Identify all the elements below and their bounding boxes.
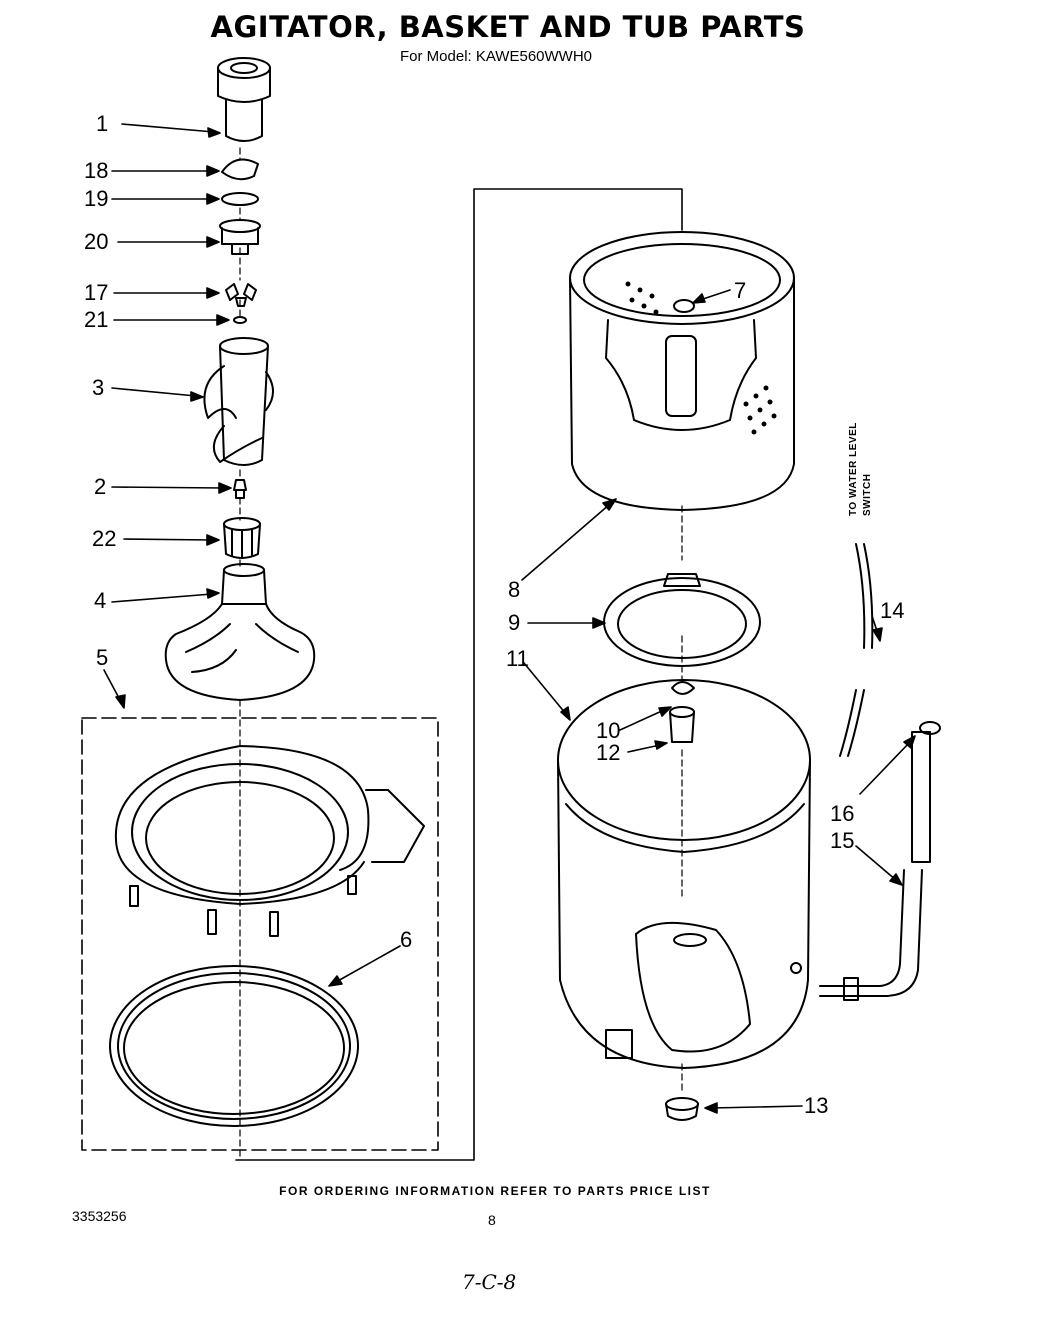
part-13-plug: [665, 1097, 699, 1121]
part-6-seal: [109, 965, 359, 1127]
part-9-ring: [603, 573, 761, 667]
callout-9: 9: [508, 610, 521, 635]
callout-6: 6: [400, 927, 413, 952]
callout-3: 3: [92, 375, 105, 400]
part-17-dogs: [225, 283, 257, 307]
part-4-agitator-base: [164, 563, 316, 701]
callout-10: 10: [596, 718, 621, 743]
document-number: 3353256: [72, 1208, 127, 1224]
water-level-switch-label: TO WATER LEVEL SWITCH: [846, 418, 880, 518]
callout-11: 11: [506, 646, 529, 671]
model-subtitle: For Model: KAWE560WWH0: [400, 48, 592, 65]
callout-22: 22: [92, 526, 117, 551]
part-11-outer-tub: [557, 679, 811, 1069]
part-14-hose: [839, 543, 874, 757]
part-15-drain-hose: [819, 731, 931, 1001]
part-7-nut: [673, 299, 695, 313]
callout-19: 19: [84, 186, 109, 211]
part-19-ring: [221, 192, 259, 206]
handwritten-note: 7-C-8: [462, 1270, 517, 1294]
part-12-bearing: [669, 706, 695, 743]
assembly-axis-lines: [239, 147, 683, 1161]
assembly-connector-line: [235, 188, 683, 1161]
side-label-line1: TO WATER LEVEL: [848, 422, 859, 516]
callout-2: 2: [94, 474, 107, 499]
part-1-agitator-cap: [217, 57, 271, 142]
leader-lines-right: [521, 289, 916, 1114]
part-22-gear: [223, 517, 261, 559]
part-21-ring: [233, 316, 247, 324]
callout-14: 14: [880, 598, 905, 623]
callout-8: 8: [508, 577, 521, 602]
part-3-auger: [203, 337, 274, 466]
callout-17: 17: [84, 280, 109, 305]
side-label-line2: SWITCH: [862, 473, 873, 516]
page-title: AGITATOR, BASKET AND TUB PARTS: [210, 10, 806, 44]
callout-15: 15: [830, 828, 855, 853]
part-18-clip: [221, 158, 259, 181]
callout-4: 4: [94, 588, 107, 613]
leader-lines: [103, 123, 401, 987]
part-5-balance-ring: [114, 745, 425, 937]
callout-13: 13: [804, 1093, 829, 1118]
callout-21: 21: [84, 307, 109, 332]
ordering-note: FOR ORDERING INFORMATION REFER TO PARTS …: [279, 1184, 711, 1198]
part-10-clip: [671, 681, 695, 695]
callout-18: 18: [84, 158, 109, 183]
callout-12: 12: [596, 740, 621, 765]
callout-1: 1: [96, 111, 109, 136]
page-number: 8: [488, 1212, 496, 1228]
part-2-bolt: [233, 479, 247, 499]
callout-7: 7: [734, 278, 747, 303]
part-8-basket: [569, 231, 795, 511]
callout-16: 16: [830, 801, 855, 826]
part-20-cam: [219, 219, 261, 255]
callout-5: 5: [96, 645, 109, 670]
part-group-box: [81, 717, 439, 1151]
callout-20: 20: [84, 229, 109, 254]
